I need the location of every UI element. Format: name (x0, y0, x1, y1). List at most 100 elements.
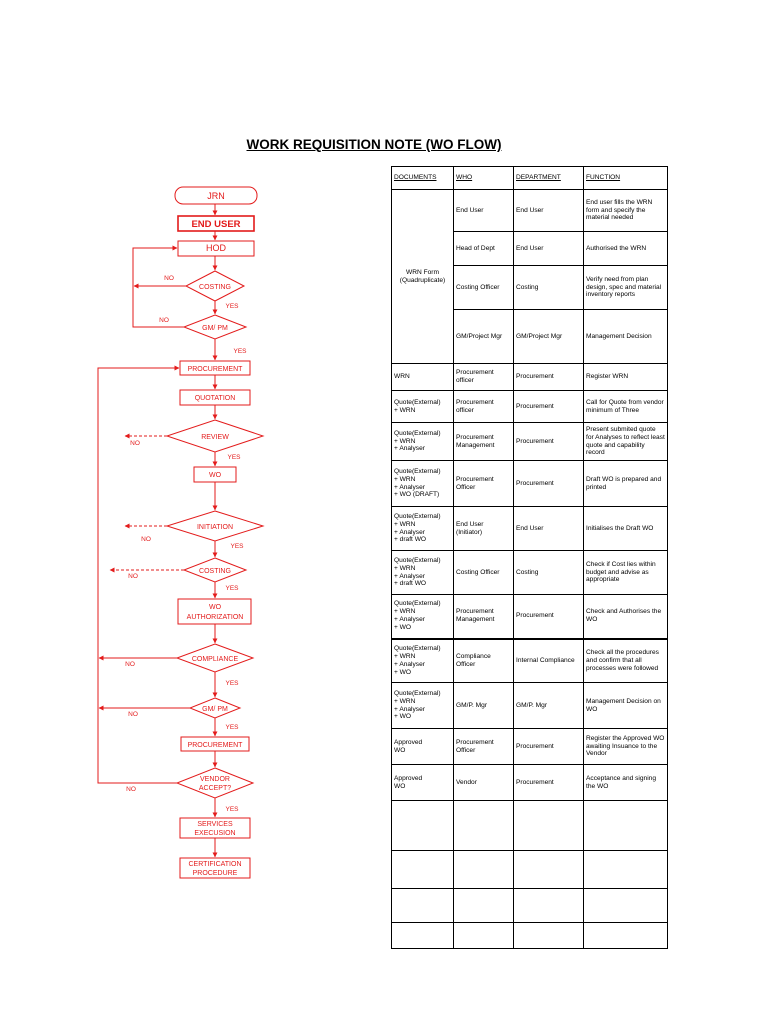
cell-documents: Approved WO (391, 728, 454, 765)
cell-function: Present submited quote for Analyses to r… (583, 422, 668, 461)
table-row: Quote(External) + WRN + Analyser + WO Pr… (391, 594, 668, 639)
cell-department: Procurement (513, 728, 584, 765)
no-label: NO (125, 661, 135, 668)
cell-documents (391, 850, 454, 889)
vendor-label-1: VENDOR (200, 776, 230, 783)
cell-who: Head of Dept (453, 231, 514, 266)
cell-who: Procurement Officer (453, 460, 514, 507)
cell-department: End User (513, 506, 584, 551)
cell-documents: Quote(External) + WRN + Analyser + WO (391, 594, 454, 639)
table-row: Quote(External) + WRN + Analyser + WO Co… (391, 637, 668, 683)
cell-department (513, 888, 584, 923)
initiation-label: INITIATION (197, 524, 233, 531)
table-row: Approved WO Vendor Procurement Acceptanc… (391, 764, 668, 801)
yes-label: YES (225, 806, 239, 813)
cell-documents: Quote(External) + WRN + Analyser + WO (391, 682, 454, 729)
no-label: NO (130, 440, 140, 447)
cell-documents: Quote(External) + WRN + Analyser + WO (D… (391, 460, 454, 507)
cell-who: GM/P. Mgr (453, 682, 514, 729)
cell-who: Procurement Officer (453, 728, 514, 765)
no-label: NO (141, 536, 151, 543)
cell-documents: Quote(External) + WRN + Analyser (391, 422, 454, 461)
cell-documents: WRN Form (Quadruplicate) (391, 189, 454, 364)
cell-who: Vendor (453, 764, 514, 801)
wo-auth-label-2: AUTHORIZATION (187, 614, 244, 621)
cell-who: Compliance Officer (453, 637, 514, 683)
header-documents: DOCUMENTS (391, 166, 454, 190)
yes-label: YES (233, 348, 247, 355)
cell-documents (391, 922, 454, 949)
yes-label: YES (225, 680, 239, 687)
no-label: NO (159, 317, 169, 324)
wo-flowchart: JRN END USER HOD COSTING GM/ PM PROCUREM… (97, 186, 265, 879)
cell-function: End user fills the WRN form and specify … (583, 189, 668, 232)
table-row: Approved WO Procurement Officer Procurem… (391, 728, 668, 765)
cell-function (583, 800, 668, 851)
costing-2-label: COSTING (199, 568, 231, 575)
cell-department (513, 800, 584, 851)
no-label: NO (128, 573, 138, 580)
table-row (391, 922, 668, 949)
cell-who: Costing Officer (453, 265, 514, 310)
cell-department: Procurement (513, 764, 584, 801)
cell-department: End User (513, 231, 584, 266)
cell-documents: WRN (391, 363, 454, 391)
cell-function: Management Decision on WO (583, 682, 668, 729)
gm-pm-2-label: GM/ PM (202, 706, 228, 713)
cell-who: Procurement officer (453, 363, 514, 391)
gm-pm-1-label: GM/ PM (202, 325, 228, 332)
cell-function (583, 888, 668, 923)
header-department: DEPARTMENT (513, 166, 584, 190)
services-label-1: SERVICES (197, 821, 233, 828)
services-label-2: EXECUSION (194, 830, 235, 837)
cell-documents: Quote(External) + WRN (391, 390, 454, 423)
compliance-label: COMPLIANCE (192, 656, 239, 663)
table-header-row: DOCUMENTS WHO DEPARTMENT FUNCTION (391, 166, 668, 190)
vendor-label-2: ACCEPT? (199, 785, 231, 792)
responsibility-table: DOCUMENTS WHO DEPARTMENT FUNCTION WRN Fo… (391, 166, 668, 949)
cell-who: End User (453, 189, 514, 232)
cell-department: Procurement (513, 422, 584, 461)
header-who: WHO (453, 166, 514, 190)
certification-procedure-node (179, 857, 251, 879)
yes-label: YES (225, 303, 239, 310)
cell-department: Procurement (513, 594, 584, 639)
table-row: Quote(External) + WRN + Analyser Procure… (391, 422, 668, 461)
wo-auth-label-1: WO (209, 604, 222, 611)
procurement-2-label: PROCUREMENT (188, 742, 244, 749)
table-row: Quote(External) + WRN + Analyser + draft… (391, 550, 668, 595)
cell-function: Check all the procedures and confirm tha… (583, 637, 668, 683)
cell-function: Management Decision (583, 309, 668, 364)
cell-documents: Quote(External) + WRN + Analyser + WO (391, 637, 454, 683)
header-function: FUNCTION (583, 166, 668, 190)
cell-department: Costing (513, 265, 584, 310)
yes-label: YES (227, 454, 241, 461)
table-row: Head of Dept End User Authorised the WRN (392, 231, 668, 266)
cell-who (453, 888, 514, 923)
cell-department (513, 922, 584, 949)
cell-department: GM/Project Mgr (513, 309, 584, 364)
page-title: WORK REQUISITION NOTE (WO FLOW) (246, 137, 502, 152)
table-row: GM/Project Mgr GM/Project Mgr Management… (392, 309, 668, 364)
cell-who: Procurement officer (453, 390, 514, 423)
cell-department: End User (513, 189, 584, 232)
cell-function (583, 850, 668, 889)
cell-who: Procurement Management (453, 422, 514, 461)
cell-department: Procurement (513, 460, 584, 507)
cell-department: Procurement (513, 390, 584, 423)
cell-function: Verify need from plan design, spec and m… (583, 265, 668, 310)
table-row: Costing Officer Costing Verify need from… (392, 265, 668, 310)
yes-label: YES (230, 543, 244, 550)
cell-function: Check if Cost lies within budget and adv… (583, 550, 668, 595)
cell-department (513, 850, 584, 889)
end-user-label: END USER (191, 219, 240, 230)
wo-label: WO (209, 472, 222, 479)
table-row: Quote(External) + WRN + Analyser + WO GM… (391, 682, 668, 729)
vendor-accept-decision (175, 767, 255, 799)
table-row: WRN Procurement officer Procurement Regi… (391, 363, 668, 391)
no-label: NO (128, 711, 138, 718)
procurement-1-label: PROCUREMENT (188, 366, 244, 373)
table-row: WRN Form (Quadruplicate) End User End Us… (391, 189, 668, 364)
cell-who (453, 922, 514, 949)
cell-function: Check and Authorises the WO (583, 594, 668, 639)
